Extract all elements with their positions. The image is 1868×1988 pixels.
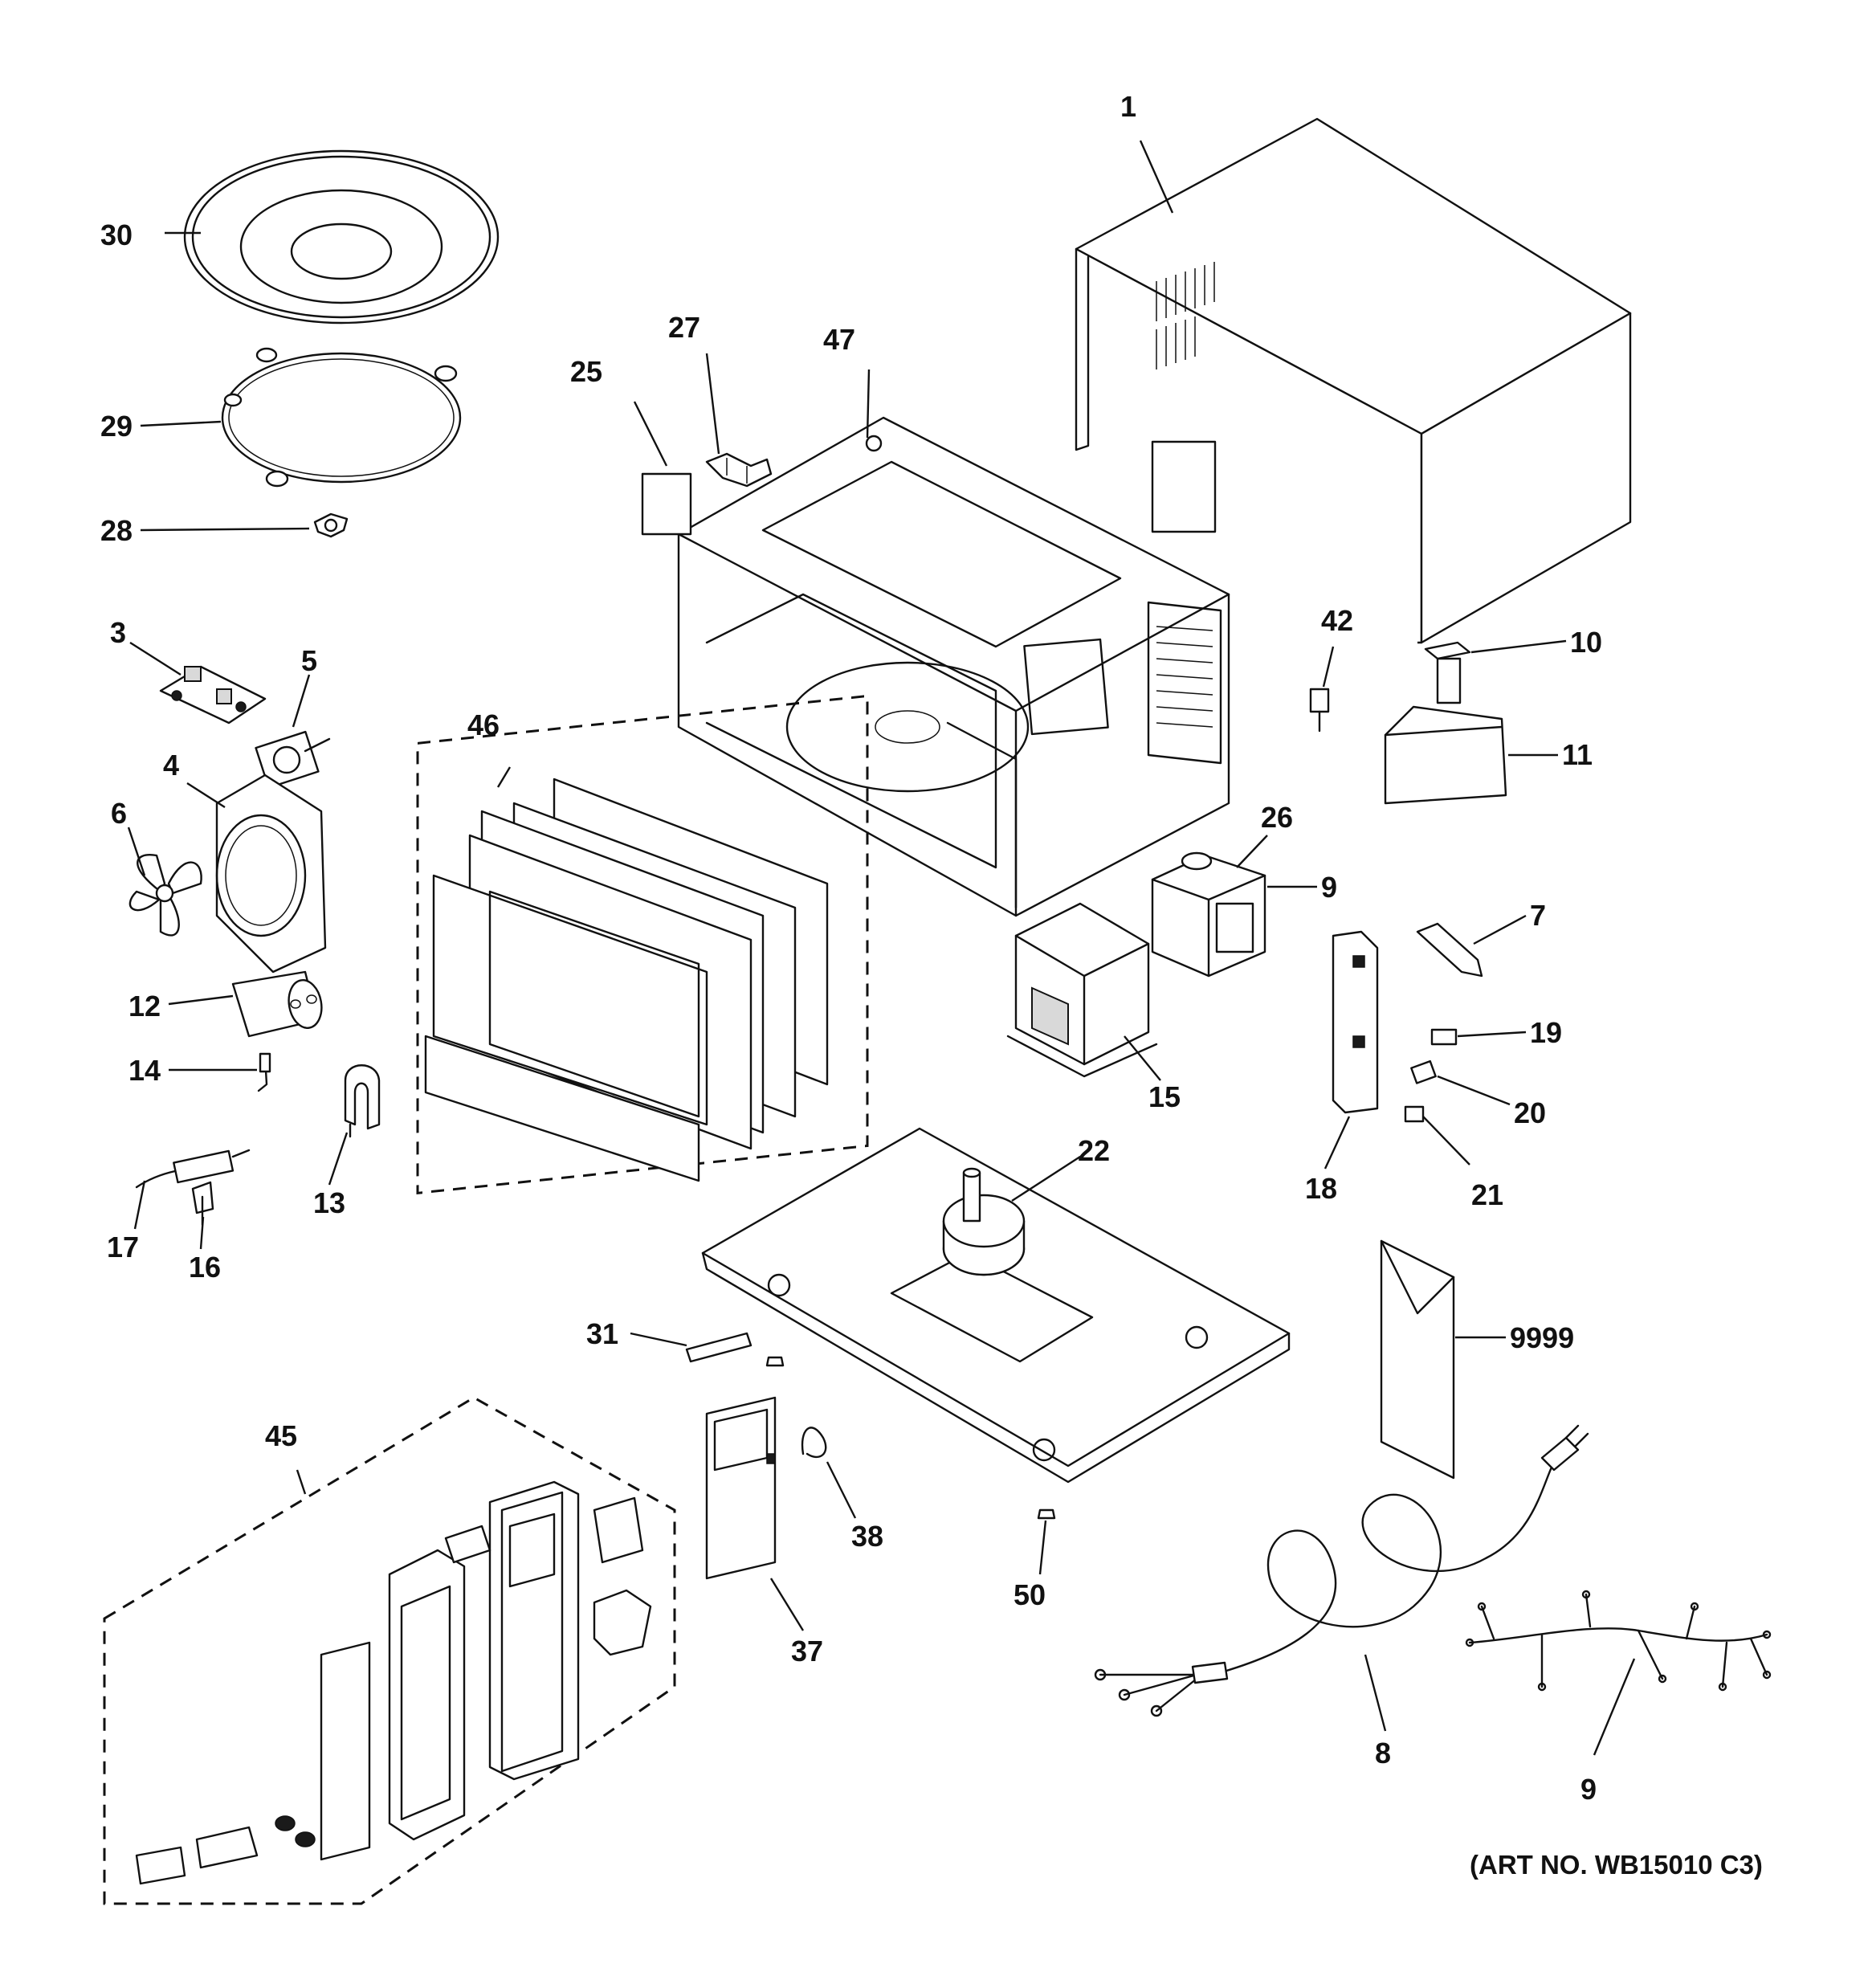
callout-6: 6	[111, 797, 127, 830]
callout-4: 4	[163, 749, 179, 782]
capacitor-clamp-part	[344, 1064, 381, 1138]
clip-part	[1309, 688, 1330, 733]
wire-harness-part	[1465, 1590, 1772, 1692]
fan-shroud-part	[215, 774, 327, 974]
callout-45: 45	[265, 1419, 297, 1452]
wire-lead-part	[801, 1427, 827, 1459]
callout-28: 28	[100, 514, 133, 547]
diode-part	[257, 1052, 271, 1092]
callout-14: 13	[313, 1186, 345, 1219]
fuse-holder-part	[1424, 641, 1471, 704]
callout-22: 21	[1471, 1178, 1503, 1211]
label-part	[641, 472, 692, 536]
callout-19: 18	[1305, 1172, 1337, 1205]
capacitor-part	[231, 970, 323, 1038]
control-panel-part	[705, 1396, 777, 1580]
roller-ring-part	[221, 347, 462, 488]
lamp-socket-part	[705, 452, 773, 488]
callout-50: 50	[1014, 1578, 1046, 1611]
leader-lines	[127, 140, 1636, 1756]
magnetron-part	[1151, 854, 1266, 978]
control-board-part	[159, 665, 267, 725]
callout-29: 29	[100, 410, 133, 443]
callout-38: 38	[851, 1520, 883, 1553]
glass-tray-part	[183, 149, 500, 325]
callout-25: 25	[570, 355, 602, 388]
callout-12: 11	[1562, 738, 1593, 771]
callout-17: 16	[189, 1251, 221, 1284]
callout-8: 8	[1375, 1737, 1391, 1770]
callout-18: 17	[107, 1231, 139, 1263]
callout-5: 5	[301, 644, 317, 677]
foot-parts	[765, 1356, 1056, 1520]
power-cord-part	[1094, 1424, 1589, 1717]
literature-envelope-part	[1380, 1239, 1455, 1480]
callout-20: 19	[1530, 1016, 1562, 1049]
callout-27: 27	[668, 311, 700, 344]
fan-motor-part	[255, 730, 331, 789]
fuse-part	[135, 1149, 251, 1189]
callout-10: 10	[1570, 626, 1602, 659]
callout-11: 9	[1321, 871, 1337, 904]
callout-24: 22	[1078, 1134, 1110, 1167]
transformer-part	[1006, 902, 1158, 1078]
bracket-plate-part	[685, 1332, 753, 1363]
door-assembly-part	[416, 694, 869, 1195]
callout-16: 15	[1148, 1080, 1181, 1113]
callout-42: 42	[1321, 604, 1353, 637]
callout-13: 12	[128, 990, 161, 1023]
callout-9999: 9999	[1510, 1321, 1574, 1354]
callout-1: 1	[1120, 90, 1136, 123]
callout-47: 47	[823, 323, 855, 356]
callout-21: 20	[1514, 1096, 1546, 1129]
callout-37: 37	[791, 1635, 823, 1668]
bracket-shield-part	[1384, 705, 1507, 805]
control-panel-assembly-part	[103, 1396, 676, 1905]
callout-labels: 30 29 28 3 5 4 6 12 14 13 17 16 46 25 27…	[100, 90, 1763, 1880]
callout-26: 26	[1261, 801, 1293, 834]
art-number: (ART NO. WB15010 C3)	[1470, 1850, 1763, 1880]
switch-parts	[1404, 1028, 1458, 1123]
callout-15: 14	[128, 1054, 161, 1087]
callout-31: 31	[586, 1317, 618, 1350]
callout-9: 9	[1580, 1773, 1597, 1806]
latch-board-part	[1332, 930, 1379, 1114]
callout-30: 30	[100, 218, 133, 251]
bracket-part	[1416, 922, 1483, 978]
callout-46: 46	[467, 708, 500, 741]
callout-7: 7	[1530, 899, 1546, 932]
thermostat-part	[1181, 851, 1213, 871]
base-plate-part	[701, 1127, 1291, 1484]
coupler-part	[313, 512, 349, 538]
outer-case-part	[1075, 117, 1632, 644]
fan-blade-part	[128, 854, 202, 937]
cavity-part	[677, 416, 1230, 917]
callout-3: 3	[110, 616, 126, 649]
